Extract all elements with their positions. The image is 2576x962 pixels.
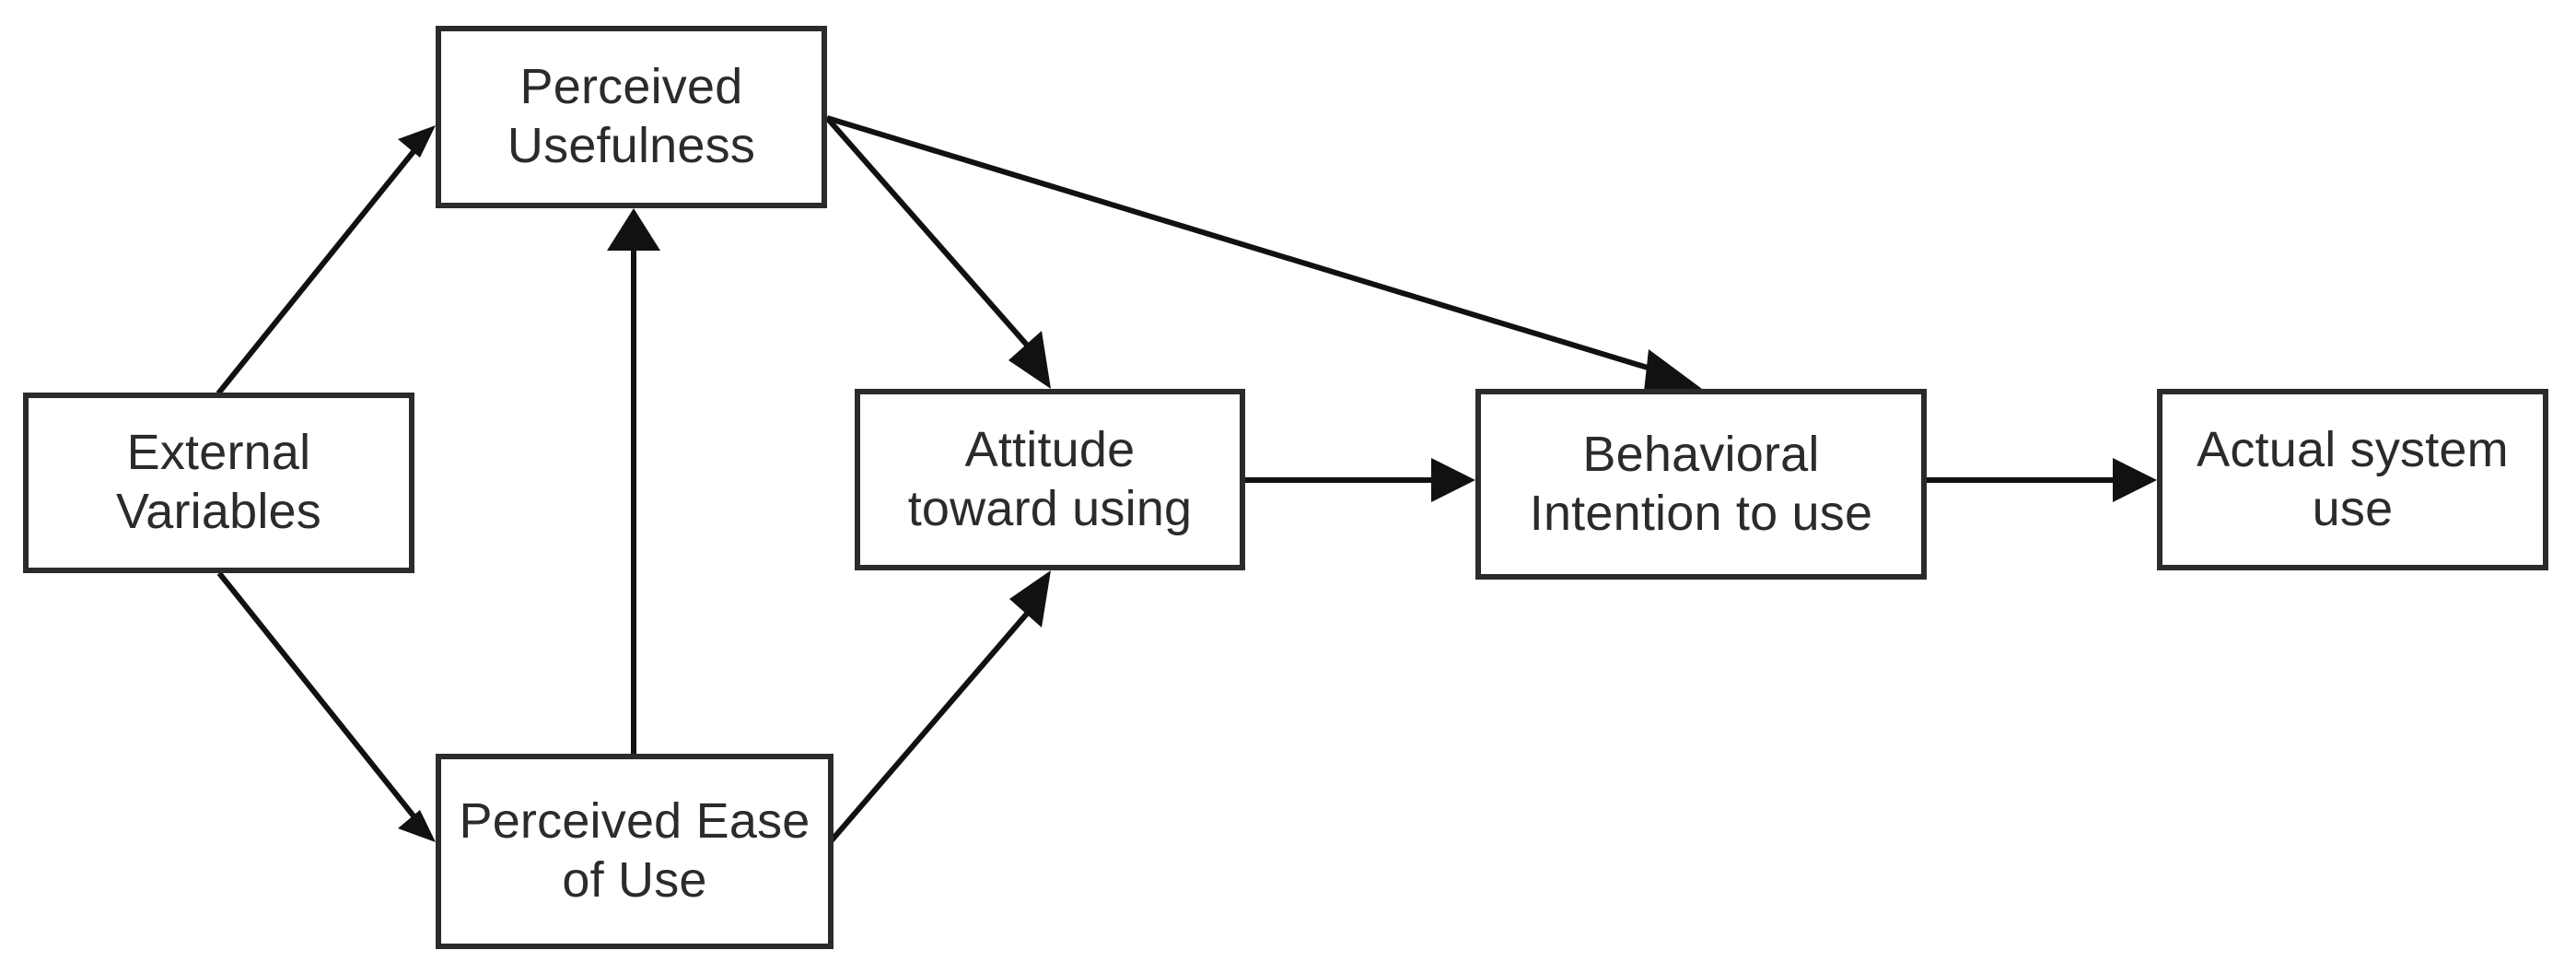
node-box-behavioral-intention-to-use[interactable] — [1475, 389, 1927, 580]
edge-external-variables-to-perceived-usefulness — [216, 125, 436, 395]
node-layer — [23, 26, 2548, 949]
edge-layer — [216, 115, 2157, 842]
edge-perceived-usefulness-to-behavioral-intention-to-use — [826, 115, 1702, 392]
edge-attitude-toward-using-to-behavioral-intention-to-use — [1245, 458, 1475, 502]
node-box-attitude-toward-using[interactable] — [855, 389, 1245, 570]
node-box-actual-system-use[interactable] — [2157, 389, 2548, 570]
node-box-perceived-ease-of-use[interactable] — [436, 754, 833, 949]
node-box-external-variables[interactable] — [23, 393, 414, 573]
edge-external-variables-to-perceived-ease-of-use — [216, 571, 436, 842]
edge-perceived-ease-of-use-to-attitude-toward-using — [829, 570, 1051, 842]
node-box-perceived-usefulness[interactable] — [436, 26, 827, 208]
edge-perceived-ease-of-use-to-perceived-usefulness — [607, 208, 660, 754]
edge-behavioral-intention-to-use-to-actual-system-use — [1927, 458, 2157, 502]
edge-perceived-usefulness-to-attitude-toward-using — [824, 116, 1051, 389]
